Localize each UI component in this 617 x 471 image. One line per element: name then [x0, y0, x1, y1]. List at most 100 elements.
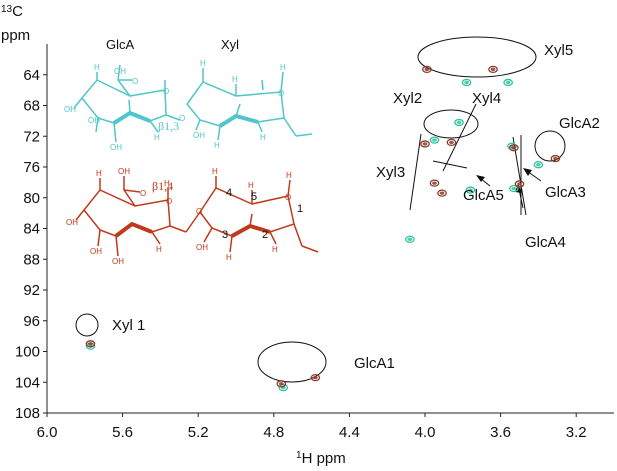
atom-oh: OH — [193, 131, 205, 140]
x-tick-label: 4.0 — [415, 424, 436, 441]
peak-contour — [420, 140, 430, 148]
peak-contour — [454, 118, 464, 127]
peak-contour — [278, 382, 284, 386]
atom-oh: OH — [114, 67, 126, 76]
atom-o: O — [179, 114, 185, 123]
glca5-arrowhead — [476, 175, 485, 182]
y-tick-label: 100 — [15, 344, 40, 361]
x-tick-label: 6.0 — [37, 424, 58, 441]
peak-contour — [511, 146, 517, 150]
glca5-leader — [432, 160, 468, 169]
y-axis-title-nucleus: C — [12, 3, 23, 20]
atom-h: H — [272, 245, 278, 254]
atom-o: O — [140, 189, 146, 198]
y-tick-label: 76 — [23, 159, 40, 176]
peak-contour — [536, 162, 541, 167]
y-tick-label: 92 — [23, 282, 40, 299]
x-tick-label: 3.2 — [566, 424, 587, 441]
xyl4-leader — [442, 103, 477, 172]
atom-h: H — [212, 167, 218, 176]
cross-peak — [422, 65, 432, 74]
cross-peak — [446, 138, 457, 147]
cross-peak — [461, 78, 472, 87]
peak-contour — [505, 80, 511, 85]
carbon-number: 5 — [251, 191, 257, 203]
carbon-numbers: 1 2 3 4 5 — [222, 187, 303, 241]
atom-o: O — [132, 77, 138, 86]
peak-contour — [429, 179, 440, 187]
peak-contour — [432, 181, 437, 185]
x-axis-title-superscript: 1 — [296, 450, 302, 461]
atom-oh: OH — [196, 243, 208, 252]
y-tick-label: 72 — [23, 128, 40, 145]
label-xyl3: Xyl3 — [376, 164, 405, 181]
y-tick-label: 64 — [23, 67, 40, 84]
atom-h: H — [232, 75, 238, 84]
teal-xyl-ring — [186, 68, 313, 141]
linkage-beta13: β1,3 — [158, 119, 179, 133]
cross-peak — [310, 373, 321, 382]
annotation-shapes — [75, 36, 566, 383]
label-xyl2: Xyl2 — [393, 90, 422, 107]
atom-o: O — [166, 197, 172, 206]
atom-oh: OH — [90, 247, 102, 256]
carbon-number: 4 — [226, 187, 232, 199]
glca1-ellipse — [257, 341, 327, 383]
x-axis-title-main: H ppm — [302, 450, 346, 467]
label-xyl4: Xyl4 — [472, 90, 501, 107]
peak-contour — [424, 67, 430, 72]
xyl3-leader — [409, 133, 422, 211]
peak-contour — [85, 340, 96, 348]
atom-h: H — [214, 141, 220, 150]
atom-o: O — [285, 193, 291, 202]
peak-contour — [422, 142, 428, 146]
y-axis-title: 13C — [1, 3, 23, 20]
label-glca3: GlcA3 — [545, 184, 586, 201]
peak-contour — [446, 138, 457, 147]
x-tick-label: 5.6 — [112, 424, 133, 441]
peak-contour — [550, 154, 561, 163]
atom-oh: OH — [112, 257, 124, 266]
label-glca1: GlcA1 — [354, 355, 395, 372]
cross-peak — [278, 383, 289, 392]
peak-contour — [503, 78, 514, 87]
peak-contour — [449, 140, 454, 145]
linkage-beta14: β1,4 — [152, 179, 173, 193]
peak-contour — [465, 186, 476, 194]
peak-contour — [88, 342, 93, 346]
atom-o: O — [163, 87, 169, 96]
cross-peak — [437, 189, 447, 197]
label-glca4: GlcA4 — [525, 234, 566, 251]
cross-peaks — [85, 65, 561, 392]
red-glca-ring — [75, 176, 201, 257]
peak-contour — [407, 237, 413, 241]
atom-oh: OH — [64, 105, 76, 114]
teal-glca-ring — [73, 64, 181, 143]
xyl1-circle — [75, 313, 99, 337]
red-atom-labels: OH O OH OH OH O O O OH H H H H H H H H — [66, 167, 292, 266]
atom-oh: OH — [118, 167, 130, 176]
peak-contour — [514, 180, 525, 188]
peak-contour — [517, 182, 522, 186]
atom-oh: OH — [66, 218, 78, 227]
glca4-leader — [512, 136, 527, 216]
atom-oh: OH — [110, 143, 122, 152]
teal-atom-labels: OH O OH OH OH O O O OH H H H H H H H — [64, 59, 286, 152]
peak-contour — [437, 189, 447, 197]
y-tick-label: 88 — [23, 251, 40, 268]
label-glca5: GlcA5 — [463, 187, 504, 204]
peak-contour — [432, 138, 437, 142]
glca3-arrowhead — [523, 168, 532, 176]
peak-contour — [488, 65, 498, 74]
red-xyl-ring — [199, 176, 319, 253]
peak-contour — [310, 373, 321, 382]
x-tick-label: 5.2 — [188, 424, 209, 441]
xyl5-ellipse — [417, 36, 537, 78]
y-tick-label: 84 — [23, 221, 40, 238]
atom-h: H — [226, 253, 232, 262]
carbon-number: 3 — [222, 229, 228, 241]
cross-peak — [405, 235, 415, 243]
cross-peak — [429, 136, 440, 144]
